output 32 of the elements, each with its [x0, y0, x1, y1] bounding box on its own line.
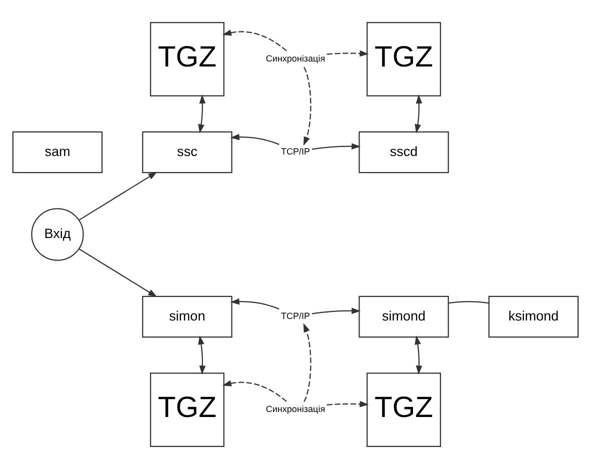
arrow: [414, 334, 422, 374]
node-box: TGZ: [366, 21, 442, 96]
node-circle: Вхід: [31, 208, 84, 260]
arrow: [78, 171, 158, 220]
arrow: [414, 94, 422, 133]
node-box: ksimond: [488, 295, 579, 338]
arrow: [222, 29, 287, 51]
node-box: sscd: [358, 130, 449, 173]
arrow: [303, 66, 312, 146]
arrow: [312, 142, 361, 150]
arrow: [230, 133, 280, 144]
connector: [448, 300, 490, 304]
node-text: TCP/IP: [280, 146, 310, 156]
node-box: simon: [142, 295, 232, 338]
node-box: simond: [358, 295, 449, 338]
node-box: TGZ: [366, 372, 442, 447]
arrow: [326, 50, 369, 56]
arrow: [222, 380, 287, 402]
node-box: TGZ: [150, 372, 224, 447]
node-text: TCP/IP: [280, 310, 310, 320]
node-text: Синхронізація: [266, 52, 326, 63]
arrow: [78, 248, 158, 297]
arrow: [230, 298, 280, 309]
node-box: TGZ: [150, 21, 224, 96]
node-text: Синхронізація: [266, 403, 326, 414]
arrow: [312, 307, 361, 314]
arrow: [198, 94, 206, 133]
arrow: [198, 334, 206, 374]
arrow: [326, 400, 369, 407]
node-box: sam: [12, 130, 103, 173]
arrow: [303, 322, 312, 402]
node-box: ssc: [142, 130, 232, 173]
